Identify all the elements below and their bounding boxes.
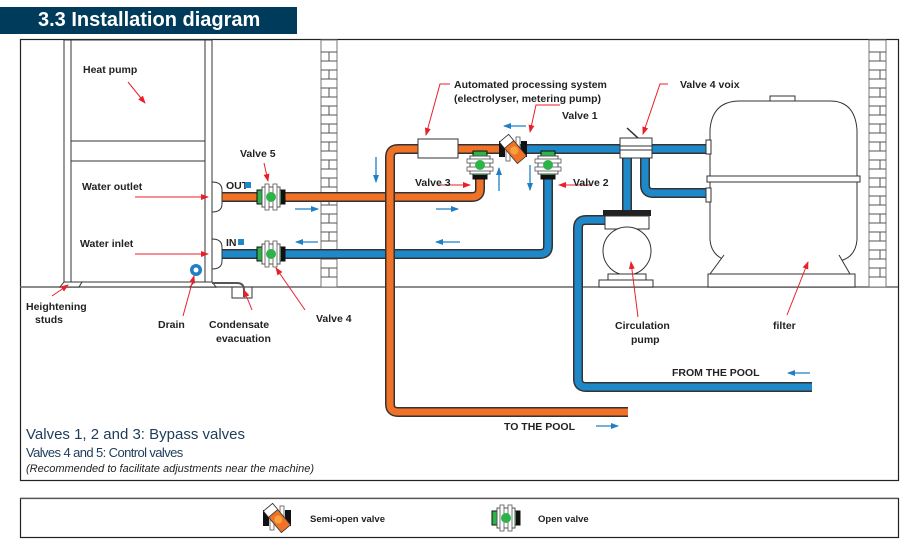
- legend-open-label: Open valve: [538, 514, 589, 525]
- circulation-pump-label-line1: Circulation: [615, 320, 670, 332]
- valve-1-semi-open-icon: [498, 133, 528, 165]
- condensate-label-line1: Condensate: [209, 319, 269, 331]
- filter-label: filter: [773, 320, 796, 332]
- heightening-studs-label-line1: Heightening: [26, 301, 87, 313]
- valve-2-label: Valve 2: [573, 177, 609, 189]
- valve-3-label: Valve 3: [415, 177, 451, 189]
- valve-4-voix-label: Valve 4 voix: [680, 79, 740, 91]
- valve-2-open-icon: [534, 150, 562, 180]
- cold-water-pipes: [218, 144, 812, 392]
- out-tag: OUT: [226, 180, 249, 192]
- brick-wall-left: [320, 39, 338, 288]
- aps-label-line2: (electrolyser, metering pump): [454, 93, 601, 105]
- flow-arrows: [295, 123, 810, 429]
- legend: Semi-open valve Open valve: [19, 497, 900, 539]
- in-tag: IN: [226, 237, 237, 249]
- legend-semi-open-label: Semi-open valve: [310, 514, 385, 525]
- circulation-pump-label-line2: pump: [631, 334, 660, 346]
- circulation-pump: [598, 210, 654, 288]
- valve-1-label: Valve 1: [562, 110, 598, 122]
- heat-pump-unit: [58, 39, 253, 299]
- out-water-icon: [245, 182, 251, 188]
- heightening-studs-label-line2: studs: [35, 314, 63, 326]
- valve-4-open-icon: [256, 240, 286, 268]
- bypass-note: Valves 1, 2 and 3: Bypass valves: [26, 426, 245, 443]
- to-pool-label: TO THE POOL: [504, 421, 576, 433]
- control-note: Valves 4 and 5: Control valves: [26, 445, 184, 460]
- heat-pump-label: Heat pump: [83, 64, 137, 76]
- diagram-frame: [19, 38, 900, 482]
- hot-water-pipes: [218, 144, 628, 417]
- valve-3-open-icon: [466, 150, 494, 180]
- section-title: 3.3 Installation diagram: [38, 9, 261, 31]
- section-header: 3.3 Installation diagram: [0, 7, 297, 34]
- valve-5-label: Valve 5: [240, 148, 276, 160]
- annotation-arrows: [51, 81, 809, 318]
- brick-wall-right: [868, 39, 887, 288]
- condensate-label-line2: evacuation: [216, 333, 271, 345]
- recommendation-note: (Recommended to facilitate adjustments n…: [26, 463, 314, 475]
- water-outlet-label: Water outlet: [82, 181, 143, 193]
- aps-label-line1: Automated processing system: [454, 79, 607, 91]
- from-pool-label: FROM THE POOL: [672, 367, 760, 379]
- pipe-connectors: [211, 181, 223, 270]
- filter-tank: [705, 95, 861, 288]
- four-way-valve: [619, 127, 653, 159]
- in-water-icon: [238, 239, 244, 245]
- automated-processing-system: [417, 138, 459, 159]
- valve-4-label: Valve 4: [316, 313, 352, 325]
- water-inlet-label: Water inlet: [80, 238, 134, 250]
- valve-5-open-icon: [256, 183, 286, 211]
- drain-label: Drain: [158, 319, 185, 331]
